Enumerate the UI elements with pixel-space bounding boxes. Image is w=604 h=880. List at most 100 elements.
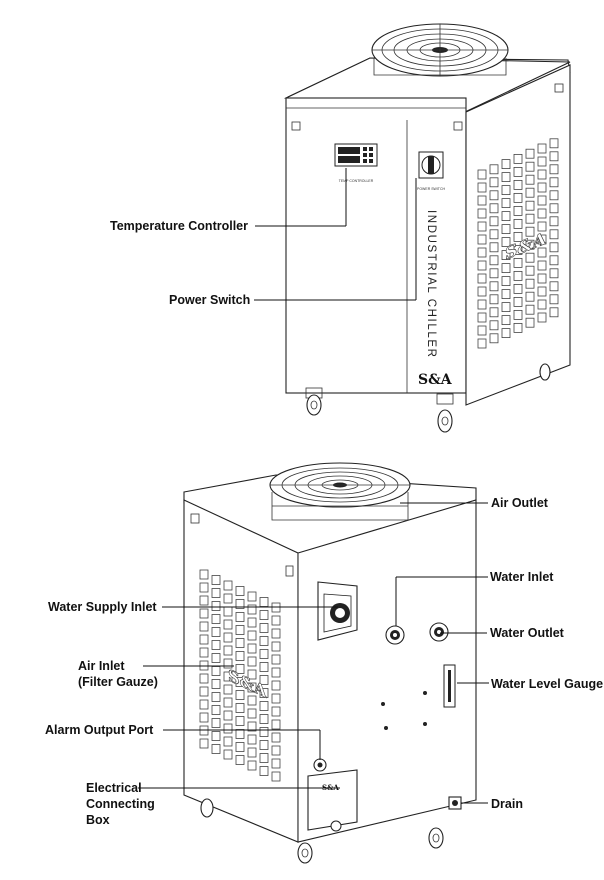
vent-cell <box>235 755 245 765</box>
temperature-controller-label: Temperature Controller <box>110 219 248 233</box>
power-switch-label: Power Switch <box>169 293 251 307</box>
vent-cell <box>259 727 269 737</box>
vent-cell <box>271 771 281 782</box>
electrical-label-line2: Connecting <box>86 797 155 811</box>
vent-cell <box>525 252 535 263</box>
vent-cell <box>235 677 245 687</box>
vent-cell <box>235 599 245 609</box>
vent-cell <box>211 614 221 624</box>
water-level-gauge-label: Water Level Gauge <box>491 677 604 691</box>
vent-cell <box>223 645 233 656</box>
vent-cell <box>477 208 487 219</box>
air-outlet-label: Air Outlet <box>491 496 548 510</box>
vent-cell <box>271 680 281 691</box>
vent-cell <box>549 177 559 188</box>
vent-cell <box>513 192 523 203</box>
vent-cell <box>477 286 487 297</box>
vent-cell <box>489 216 499 227</box>
vent-cell <box>247 708 257 719</box>
vent-cell <box>501 198 511 209</box>
vent-cell <box>199 569 209 580</box>
vent-cell <box>247 760 257 771</box>
vent-cell <box>199 712 209 723</box>
vent-cell <box>259 753 269 763</box>
vent-cell <box>211 731 221 741</box>
vent-cell <box>525 317 535 328</box>
vent-cell <box>525 291 535 302</box>
temperature-controller-panel <box>334 143 378 167</box>
vent-cell <box>501 315 511 326</box>
vent-cell <box>549 268 559 279</box>
air-inlet-label: Air Inlet (Filter Gauze) <box>78 658 158 690</box>
vent-cell <box>247 682 257 693</box>
vent-cell <box>513 205 523 216</box>
vent-cell <box>259 649 269 659</box>
vent-cell <box>477 273 487 284</box>
screw-dot <box>423 722 427 726</box>
vent-cell <box>525 161 535 172</box>
front-logo: S&A <box>418 372 453 388</box>
vent-cell <box>259 688 269 698</box>
vent-cell <box>537 143 547 154</box>
vent-cell <box>235 742 245 752</box>
alarm-output-port-label: Alarm Output Port <box>45 723 154 737</box>
screw-dot <box>381 702 385 706</box>
vent-cell <box>199 608 209 619</box>
vent-cell <box>477 182 487 193</box>
vent-cell <box>549 242 559 253</box>
vent-cell <box>525 265 535 276</box>
screw-dot <box>423 691 427 695</box>
vent-cell <box>247 721 257 732</box>
vent-cell <box>211 588 221 598</box>
power-switch-panel <box>418 151 444 179</box>
front-side-vent-grid <box>477 138 559 349</box>
vent-cell <box>525 174 535 185</box>
vent-cell <box>271 654 281 665</box>
vent-cell <box>223 606 233 617</box>
vent-cell <box>477 338 487 349</box>
vent-cell <box>235 716 245 726</box>
product-name-vertical: INDUSTRIAL CHILLER <box>425 210 437 359</box>
vent-cell <box>537 182 547 193</box>
vent-cell <box>525 304 535 315</box>
vent-cell <box>247 591 257 602</box>
vent-cell <box>247 734 257 745</box>
vent-cell <box>259 766 269 776</box>
screw-dot <box>384 726 388 730</box>
vent-cell <box>513 179 523 190</box>
vent-cell <box>223 697 233 708</box>
vent-cell <box>513 166 523 177</box>
vent-cell <box>271 628 281 639</box>
vent-cell <box>489 229 499 240</box>
drain-label: Drain <box>491 797 523 811</box>
vent-cell <box>223 736 233 747</box>
vent-cell <box>537 169 547 180</box>
vent-cell <box>259 701 269 711</box>
drain-port <box>448 796 462 810</box>
switch-caption: POWER SWITCH <box>417 187 445 191</box>
vent-cell <box>477 169 487 180</box>
vent-cell <box>489 294 499 305</box>
vent-cell <box>549 151 559 162</box>
vent-cell <box>211 692 221 702</box>
vent-cell <box>211 627 221 637</box>
vent-cell <box>489 164 499 175</box>
electrical-label-line1: Electrical <box>86 781 142 795</box>
vent-cell <box>199 673 209 684</box>
vent-cell <box>513 296 523 307</box>
vent-cell <box>513 322 523 333</box>
vent-cell <box>477 195 487 206</box>
rear-tab-left <box>190 513 200 524</box>
vent-cell <box>501 159 511 170</box>
vent-cell <box>501 237 511 248</box>
vent-cell <box>489 268 499 279</box>
vent-cell <box>489 242 499 253</box>
front-chiller-unit: TEMP CONTROLLER POWER SWITCH INDUSTRIAL … <box>283 23 571 433</box>
vent-cell <box>501 172 511 183</box>
rear-casters <box>200 798 444 864</box>
vent-cell <box>259 675 269 685</box>
electrical-connecting-box: S&A <box>307 769 358 832</box>
vent-cell <box>501 328 511 339</box>
vent-cell <box>501 224 511 235</box>
water-supply-inlet-label: Water Supply Inlet <box>48 600 157 614</box>
